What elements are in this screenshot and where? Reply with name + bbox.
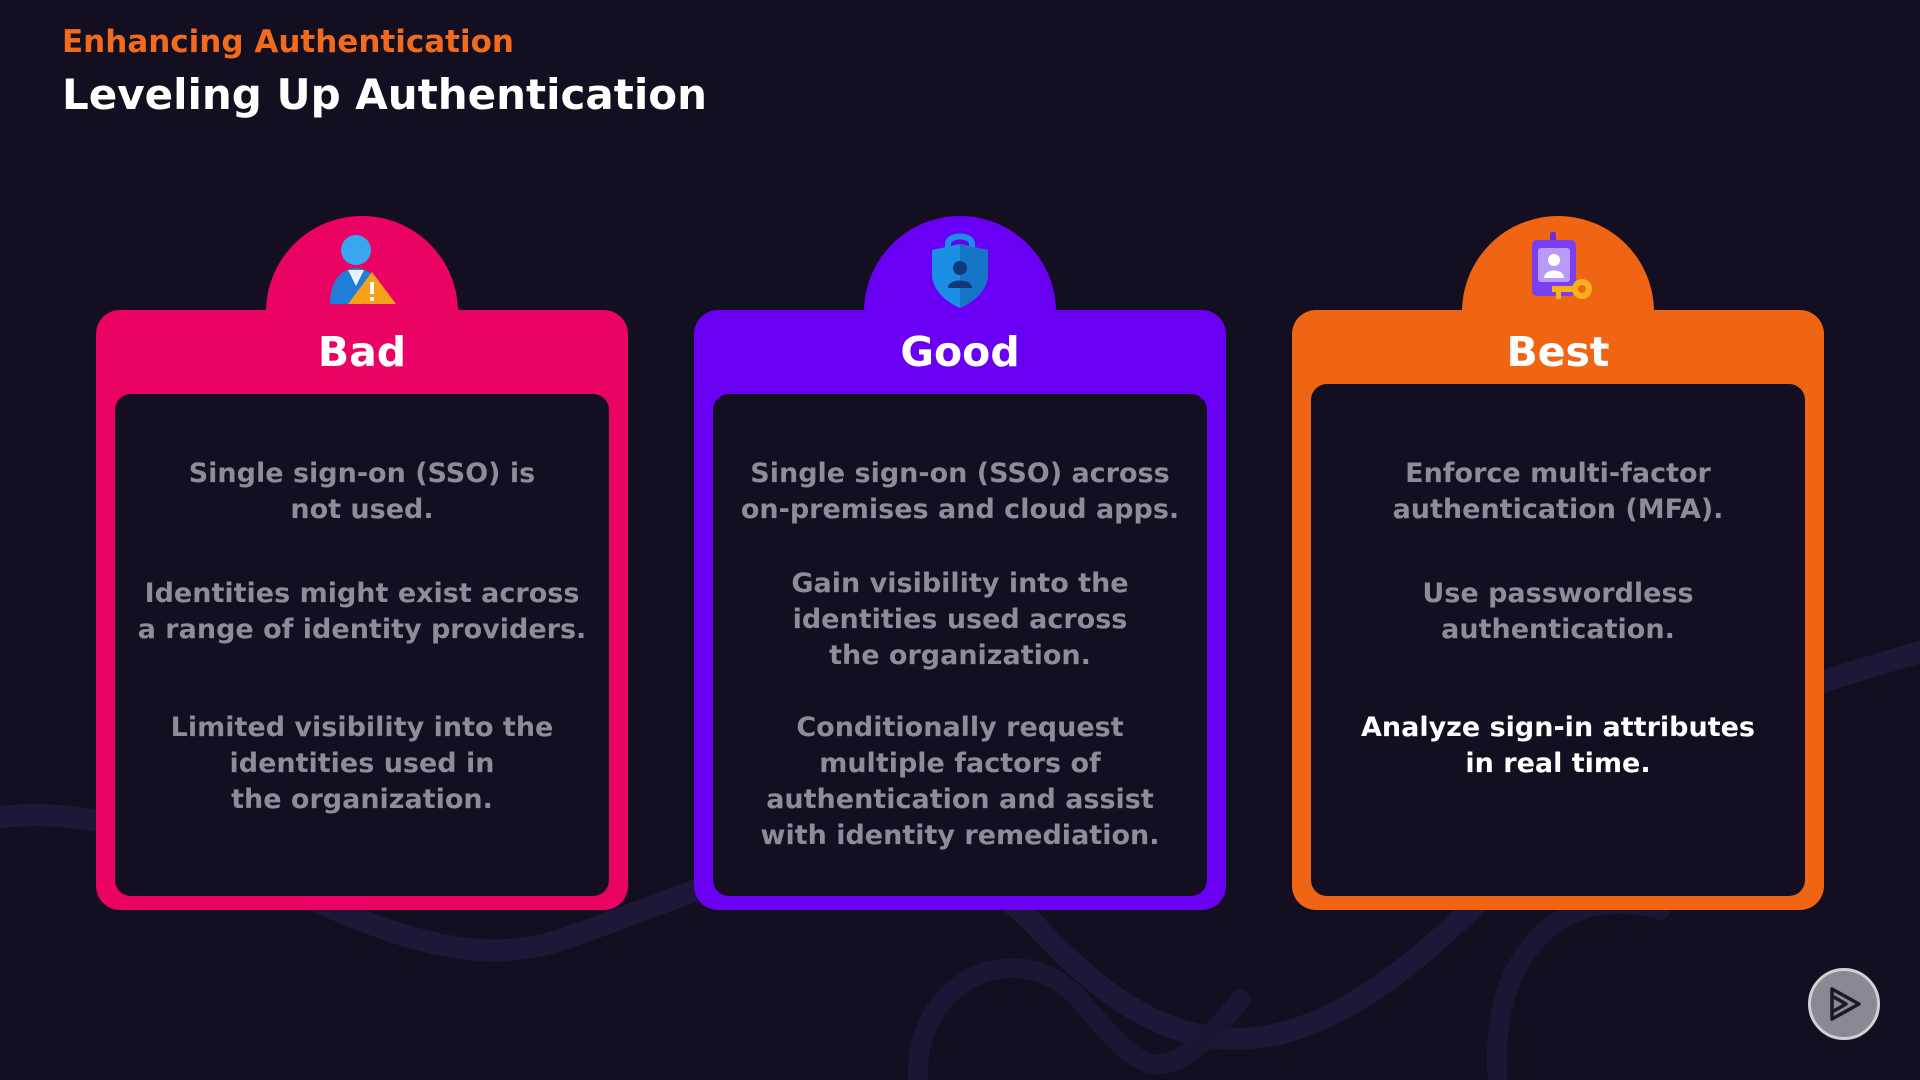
eyebrow-title: Enhancing Authentication: [62, 24, 514, 60]
card-good-point-2: Gain visibility into the identities used…: [791, 568, 1129, 671]
card-best-frame: Best Enforce multi-factor authentication…: [1292, 310, 1824, 910]
card-good: Good Single sign-on (SSO) across on-prem…: [694, 216, 1226, 910]
play-logo-button[interactable]: [1808, 968, 1880, 1040]
card-bad-point-3: Limited visibility into the identities u…: [170, 712, 554, 815]
card-good-body: Single sign-on (SSO) across on-premises …: [713, 394, 1207, 896]
shield-lock-icon: [932, 233, 988, 308]
card-best-body: Enforce multi-factor authentication (MFA…: [1311, 384, 1805, 896]
card-good-frame: Good Single sign-on (SSO) across on-prem…: [694, 310, 1226, 910]
card-best-title: Best: [1506, 328, 1610, 376]
card-bad-point-1: Single sign-on (SSO) is not used.: [188, 458, 536, 525]
card-bad-title: Bad: [317, 328, 407, 376]
card-good-point-1: Single sign-on (SSO) across on-premises …: [740, 458, 1180, 525]
card-bad: Bad Single sign-on (SSO) is not used. Id…: [96, 216, 628, 910]
page-title: Leveling Up Authentication: [62, 70, 707, 119]
card-bad-frame: Bad Single sign-on (SSO) is not used. Id…: [96, 310, 628, 910]
card-best-point-2: Use passwordless authentication.: [1422, 578, 1694, 645]
card-bad-body: Single sign-on (SSO) is not used. Identi…: [115, 394, 609, 896]
card-bad-point-2: Identities might exist across a range of…: [137, 578, 587, 645]
card-best-point-3: Analyze sign-in attributes in real time.: [1360, 712, 1756, 779]
card-best: Best Enforce multi-factor authentication…: [1292, 216, 1824, 910]
user-warning-icon: [330, 235, 396, 304]
id-badge-key-icon: [1532, 232, 1592, 299]
card-good-point-3: Conditionally request multiple factors o…: [760, 712, 1160, 851]
card-best-point-1: Enforce multi-factor authentication (MFA…: [1392, 458, 1724, 525]
play-logo-icon: [1830, 987, 1861, 1021]
card-good-title: Good: [900, 328, 1020, 376]
